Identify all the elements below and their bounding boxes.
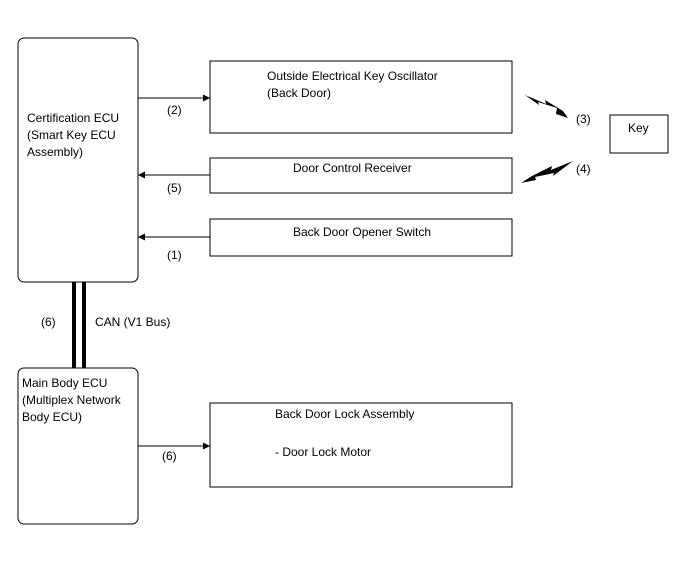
key-label: Key — [628, 121, 649, 135]
opener-switch-title: Back Door Opener Switch — [293, 225, 431, 239]
oscillator-title: Outside Electrical Key Oscillator — [267, 69, 438, 83]
lock-assembly-block: Back Door Lock Assembly - Door Lock Moto… — [209, 402, 513, 488]
signal-label-1: (1) — [167, 248, 182, 262]
signal-label-6-bus: (6) — [41, 315, 56, 329]
signal-label-6-lock: (6) — [162, 449, 177, 463]
oscillator-subtitle: (Back Door) — [267, 86, 331, 100]
main-body-ecu-block: Main Body ECU (Multiplex Network Body EC… — [17, 367, 139, 525]
opener-switch-block: Back Door Opener Switch — [209, 218, 513, 257]
lock-assembly-title: Back Door Lock Assembly — [275, 407, 414, 421]
signal-label-5: (5) — [167, 181, 182, 195]
main-body-ecu-subtitle-2: Body ECU) — [22, 410, 82, 424]
certification-ecu-subtitle: (Smart Key ECU — [27, 128, 116, 142]
receiver-title: Door Control Receiver — [293, 161, 412, 175]
key-block: Key — [609, 114, 669, 154]
can-bus-line — [72, 282, 86, 368]
wireless-receive-icon — [521, 161, 573, 183]
certification-ecu-title: Certification ECU — [27, 111, 119, 125]
signal-label-2: (2) — [167, 103, 182, 117]
lock-assembly-component: - Door Lock Motor — [275, 445, 371, 459]
receiver-block: Door Control Receiver — [209, 157, 513, 194]
can-bus-label: CAN (V1 Bus) — [95, 315, 170, 329]
oscillator-block: Outside Electrical Key Oscillator (Back … — [209, 60, 513, 134]
main-body-ecu-title: Main Body ECU — [22, 376, 107, 390]
signal-label-4: (4) — [576, 162, 591, 176]
signal-label-3: (3) — [576, 112, 591, 126]
certification-ecu-subtitle-2: Assembly) — [27, 145, 83, 159]
main-body-ecu-subtitle: (Multiplex Network — [22, 393, 122, 407]
wireless-transmit-icon — [525, 95, 568, 118]
certification-ecu-block: Certification ECU (Smart Key ECU Assembl… — [17, 37, 139, 283]
